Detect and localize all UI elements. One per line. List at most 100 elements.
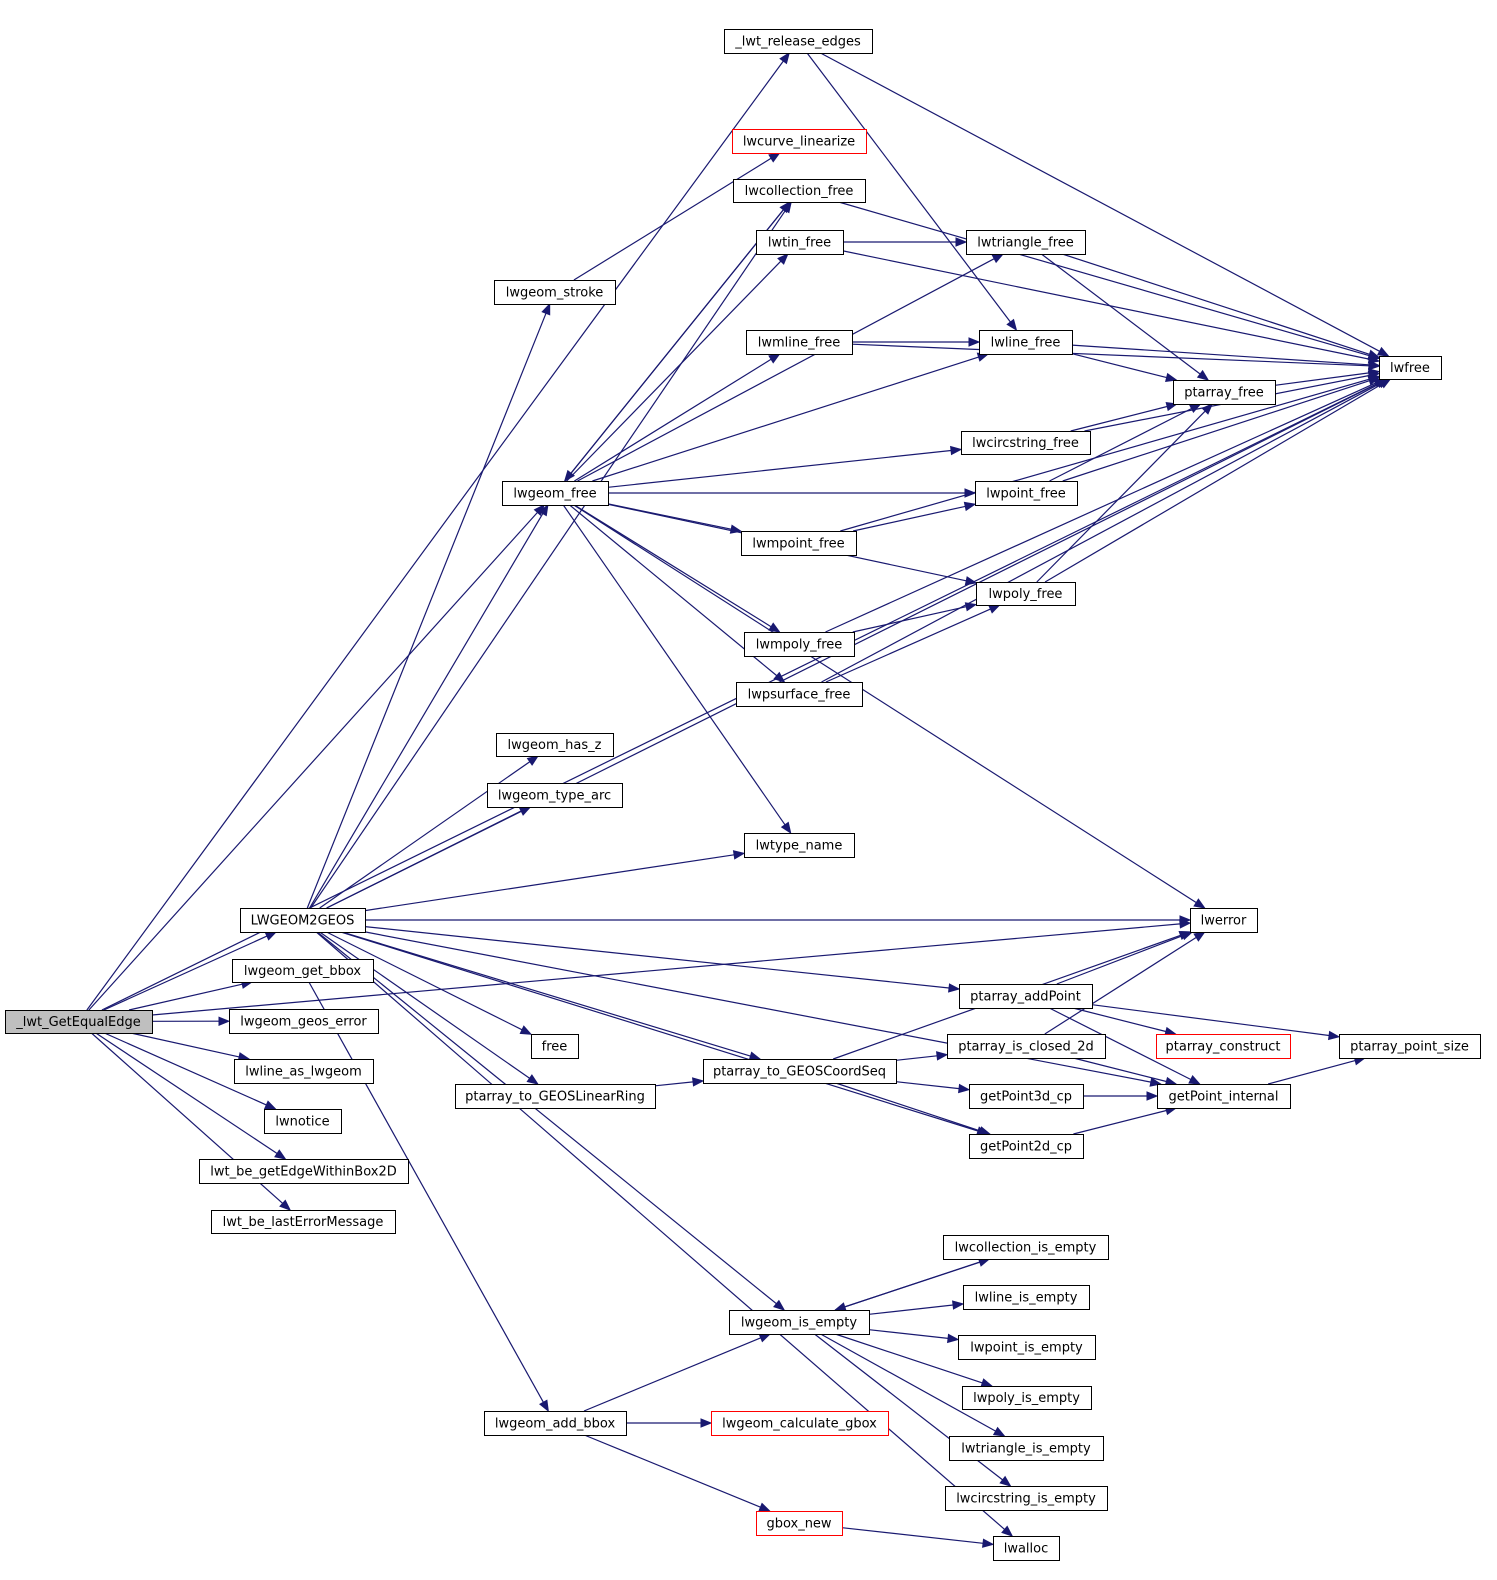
function-label: ptarray_to_GEOSLinearRing: [465, 1090, 645, 1105]
call-edge-lwt_getequaledge-to-lwgeom2geos: [103, 931, 278, 1011]
function-node-lwgeom_is_empty[interactable]: lwgeom_is_empty: [729, 1310, 870, 1335]
call-edge-lwgeom_free-to-lwmpoly_free: [574, 504, 781, 633]
function-label: lwpoly_is_empty: [973, 1391, 1080, 1406]
function-node-lwpsurface_free[interactable]: lwpsurface_free: [736, 682, 863, 707]
function-node-getpoint2d_cp[interactable]: getPoint2d_cp: [969, 1134, 1084, 1159]
function-node-lwcurve_linearize[interactable]: lwcurve_linearize: [732, 129, 867, 154]
function-node-lwgeom_free[interactable]: lwgeom_free: [502, 481, 609, 506]
function-label: lwalloc: [1004, 1542, 1049, 1557]
function-label: lwtriangle_free: [977, 236, 1074, 251]
function-node-ptarray_construct[interactable]: ptarray_construct: [1156, 1034, 1291, 1059]
function-node-lwline_is_empty[interactable]: lwline_is_empty: [963, 1285, 1090, 1310]
function-node-free[interactable]: free: [531, 1034, 579, 1059]
call-edge-ptarray_is_closed_2d-to-lwerror: [1044, 931, 1206, 1035]
call-edge-getpoint2d_cp-to-getpoint_internal: [1073, 1106, 1178, 1135]
call-edge-lwgeom2geos-to-lwgeom_stroke: [306, 302, 551, 909]
function-label: lwcircstring_is_empty: [956, 1492, 1096, 1507]
function-node-lwgeom_calculate_gbox[interactable]: lwgeom_calculate_gbox: [711, 1411, 889, 1436]
function-node-lwgeom_add_bbox[interactable]: lwgeom_add_bbox: [484, 1411, 627, 1436]
function-label: lwgeom_get_bbox: [244, 964, 362, 979]
function-label: gbox_new: [766, 1517, 831, 1532]
function-label: getPoint3d_cp: [980, 1090, 1072, 1105]
function-node-ptarray_addpoint[interactable]: ptarray_addPoint: [959, 984, 1093, 1009]
function-node-lwfree[interactable]: lwfree: [1379, 356, 1442, 380]
call-edge-lwgeom_add_bbox-to-lwgeom_calculate_gbox: [626, 1418, 713, 1428]
function-node-getpoint3d_cp[interactable]: getPoint3d_cp: [969, 1084, 1084, 1109]
function-label: lwtriangle_is_empty: [961, 1442, 1091, 1457]
call-edge-lwline_free-to-lwfree: [1071, 344, 1381, 370]
function-node-gbox_new[interactable]: gbox_new: [756, 1511, 843, 1536]
function-label: lwnotice: [275, 1115, 329, 1130]
function-label: ptarray_to_GEOSCoordSeq: [713, 1065, 886, 1080]
function-node-getpoint_internal[interactable]: getPoint_internal: [1157, 1084, 1291, 1109]
function-label: getPoint_internal: [1168, 1090, 1278, 1105]
function-node-lwcollection_free[interactable]: lwcollection_free: [733, 179, 866, 203]
function-label: getPoint2d_cp: [980, 1140, 1072, 1155]
function-node-lwgeom_has_z[interactable]: lwgeom_has_z: [496, 733, 614, 757]
function-node-lwpoly_free[interactable]: lwpoly_free: [976, 582, 1076, 606]
call-edge-lwcircstring_free-to-ptarray_free: [1070, 402, 1179, 432]
function-node-lwgeom2geos[interactable]: LWGEOM2GEOS: [240, 908, 366, 933]
function-label: lwpoint_is_empty: [970, 1341, 1083, 1356]
function-node-ptarray_is_closed_2d[interactable]: ptarray_is_closed_2d: [947, 1034, 1106, 1059]
function-label: ptarray_construct: [1166, 1040, 1281, 1055]
function-node-lwgeom_get_bbox[interactable]: lwgeom_get_bbox: [232, 959, 374, 983]
call-edge-lwgeom_is_empty-to-lwline_is_empty: [868, 1300, 965, 1315]
call-edge-lwtriangle_free-to-ptarray_free: [1041, 253, 1210, 381]
function-label: lwcircstring_free: [972, 436, 1079, 451]
function-node-lwt_release_edges[interactable]: _lwt_release_edges: [724, 29, 873, 54]
function-node-lwcircstring_is_empty[interactable]: lwcircstring_is_empty: [945, 1486, 1108, 1511]
function-label: lwgeom_has_z: [508, 738, 602, 753]
function-node-lwgeom_geos_error[interactable]: lwgeom_geos_error: [229, 1009, 379, 1034]
call-edge-lwpsurface_free-to-lwfree: [821, 378, 1390, 683]
call-edge-lwt_getequaledge-to-lwline_as_lwgeom: [130, 1032, 251, 1062]
function-node-lwcollection_is_empty[interactable]: lwcollection_is_empty: [943, 1235, 1109, 1260]
function-node-lwnotice[interactable]: lwnotice: [264, 1109, 342, 1134]
function-node-lwpoint_is_empty[interactable]: lwpoint_is_empty: [958, 1335, 1096, 1360]
function-node-lwgeom_stroke[interactable]: lwgeom_stroke: [494, 280, 616, 305]
function-node-lwpoint_free[interactable]: lwpoint_free: [975, 481, 1078, 506]
function-node-lwt_be_getedgewithinbox2d[interactable]: lwt_be_getEdgeWithinBox2D: [199, 1159, 409, 1184]
function-label: _lwt_release_edges: [734, 35, 861, 50]
call-edge-lwmline_free-to-lwline_free: [852, 337, 981, 347]
function-node-lwt_getequaledge[interactable]: _lwt_GetEqualEdge: [5, 1010, 153, 1034]
function-node-lwtype_name[interactable]: lwtype_name: [744, 833, 855, 858]
call-edge-lwt_getequaledge-to-lwgeom_free: [88, 504, 546, 1011]
function-label: lwgeom_is_empty: [741, 1316, 858, 1331]
call-edge-lwpoly_free-to-lwfree: [1044, 378, 1392, 583]
function-node-lwtriangle_is_empty[interactable]: lwtriangle_is_empty: [949, 1436, 1104, 1461]
function-node-ptarray_to_geoslinearring[interactable]: ptarray_to_GEOSLinearRing: [455, 1084, 656, 1109]
function-node-ptarray_free[interactable]: ptarray_free: [1173, 380, 1276, 405]
call-edge-lwgeom2geos-to-ptarray_addpoint: [364, 926, 961, 993]
function-label: _lwt_GetEqualEdge: [15, 1015, 141, 1030]
function-node-lwpoly_is_empty[interactable]: lwpoly_is_empty: [962, 1386, 1092, 1410]
function-node-lwalloc[interactable]: lwalloc: [993, 1536, 1060, 1561]
function-node-lwtriangle_free[interactable]: lwtriangle_free: [966, 230, 1086, 255]
function-node-lwt_be_lasterrormessage[interactable]: lwt_be_lastErrorMessage: [211, 1210, 396, 1234]
function-node-lwerror[interactable]: lwerror: [1190, 908, 1258, 933]
call-edge-ptarray_is_closed_2d-to-getpoint_internal: [1073, 1057, 1178, 1086]
function-label: lwpsurface_free: [748, 688, 851, 703]
call-edge-lwgeom_add_bbox-to-lwgeom_is_empty: [583, 1333, 772, 1412]
function-node-lwmpoint_free[interactable]: lwmpoint_free: [741, 531, 857, 556]
function-node-lwmline_free[interactable]: lwmline_free: [746, 330, 853, 355]
function-label: lwgeom_stroke: [506, 286, 604, 301]
function-node-lwline_as_lwgeom[interactable]: lwline_as_lwgeom: [234, 1059, 374, 1084]
function-node-lwgeom_type_arc[interactable]: lwgeom_type_arc: [487, 783, 623, 808]
function-label: free: [542, 1040, 568, 1055]
function-node-lwmpoly_free[interactable]: lwmpoly_free: [744, 632, 855, 657]
function-node-ptarray_point_size[interactable]: ptarray_point_size: [1339, 1034, 1481, 1059]
call-edge-lwmpoly_free-to-lwfree: [825, 378, 1386, 633]
function-node-lwtin_free[interactable]: lwtin_free: [756, 230, 844, 255]
call-edge-gbox_new-to-lwalloc: [841, 1527, 995, 1548]
function-node-ptarray_to_geoscoordseq[interactable]: ptarray_to_GEOSCoordSeq: [703, 1059, 897, 1084]
function-label: lwline_is_empty: [975, 1291, 1078, 1306]
call-edge-lwgeom_stroke-to-lwcurve_linearize: [573, 152, 781, 281]
call-edge-lwgeom2geos-to-ptarray_to_geoslinearring: [319, 931, 539, 1085]
function-label: ptarray_addPoint: [970, 990, 1081, 1005]
function-label: lwt_be_lastErrorMessage: [223, 1215, 384, 1230]
call-edge-lwgeom2geos-to-lwgeom_has_z: [319, 755, 540, 909]
function-node-lwline_free[interactable]: lwline_free: [979, 330, 1073, 355]
function-node-lwcircstring_free[interactable]: lwcircstring_free: [961, 431, 1091, 455]
function-label: lwerror: [1201, 914, 1247, 929]
